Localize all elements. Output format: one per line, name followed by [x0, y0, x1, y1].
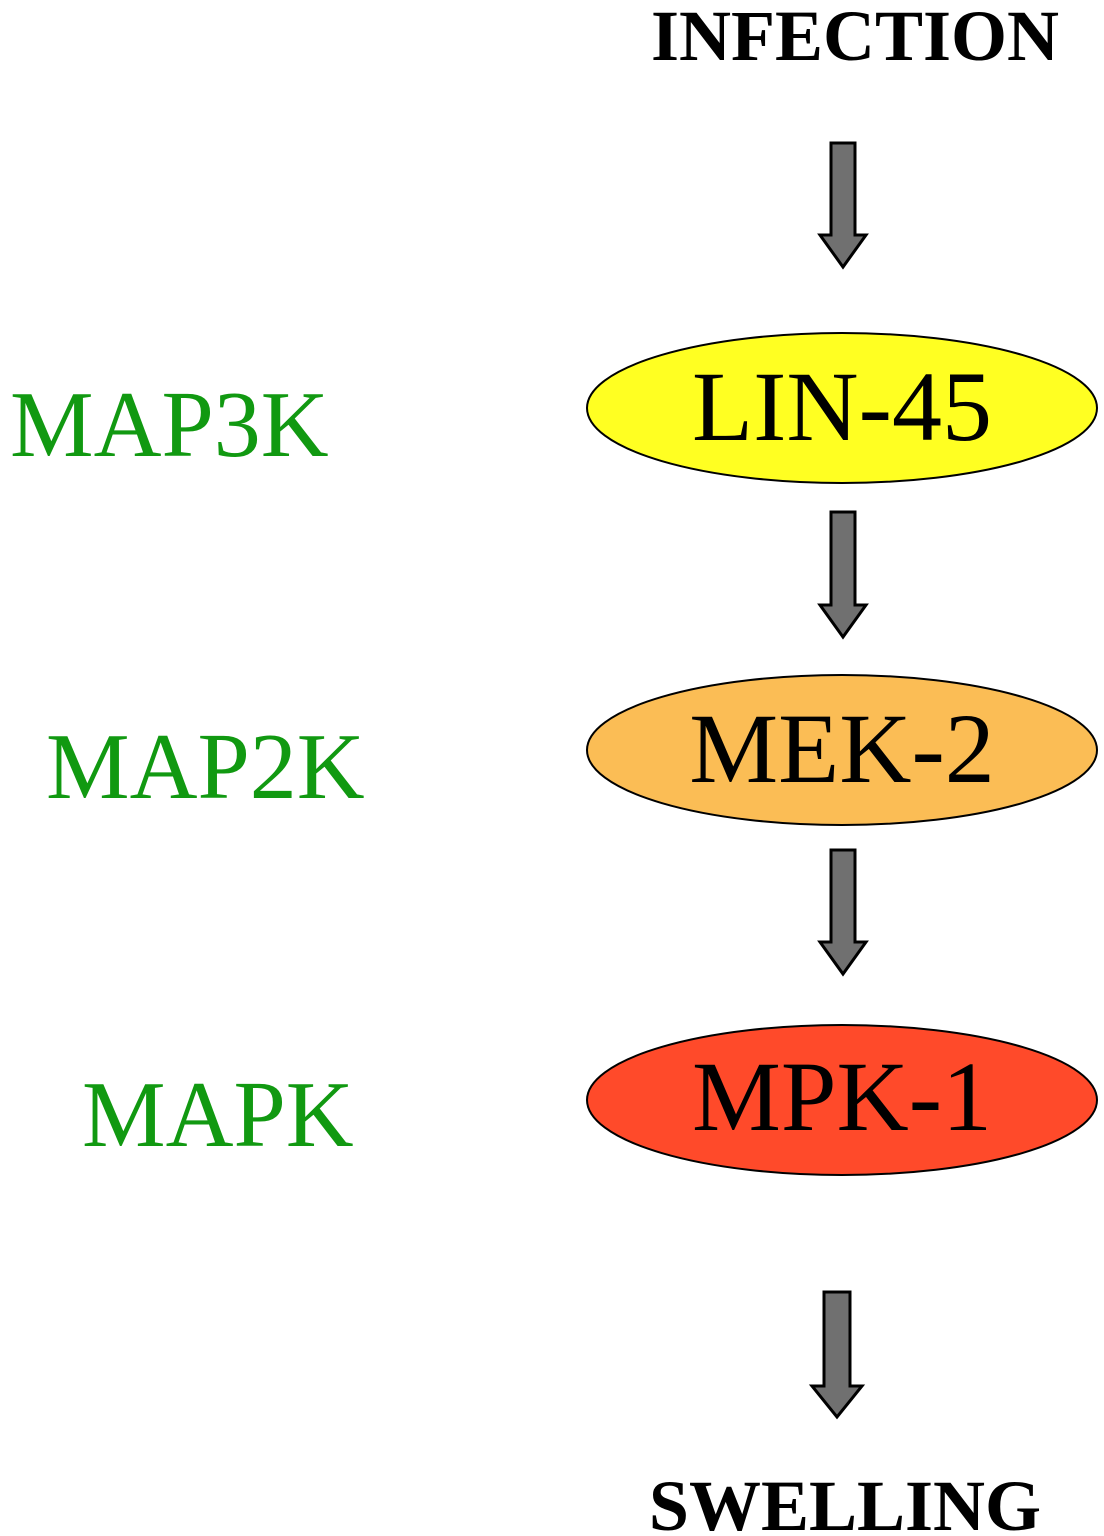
- arrow-mek2-to-mpk1: [817, 848, 869, 977]
- protein-label-mpk1: MPK-1: [692, 1041, 992, 1152]
- protein-node-lin45: [586, 332, 1098, 484]
- arrow-mpk1-to-swelling: [808, 1290, 866, 1420]
- protein-node-mpk1: [586, 1024, 1098, 1176]
- protein-label-lin45: LIN-45: [692, 351, 992, 462]
- arrow-infection-to-lin45: [817, 141, 869, 270]
- protein-node-mek2: [586, 674, 1098, 826]
- level-label-map2k: MAP2K: [46, 715, 365, 819]
- level-label-mapk: MAPK: [82, 1063, 354, 1167]
- protein-label-mek2: MEK-2: [689, 693, 995, 804]
- output-label: SWELLING: [649, 1466, 1041, 1536]
- level-label-map3k: MAP3K: [10, 373, 329, 477]
- input-label: INFECTION: [651, 0, 1059, 76]
- arrow-lin45-to-mek2: [817, 510, 869, 640]
